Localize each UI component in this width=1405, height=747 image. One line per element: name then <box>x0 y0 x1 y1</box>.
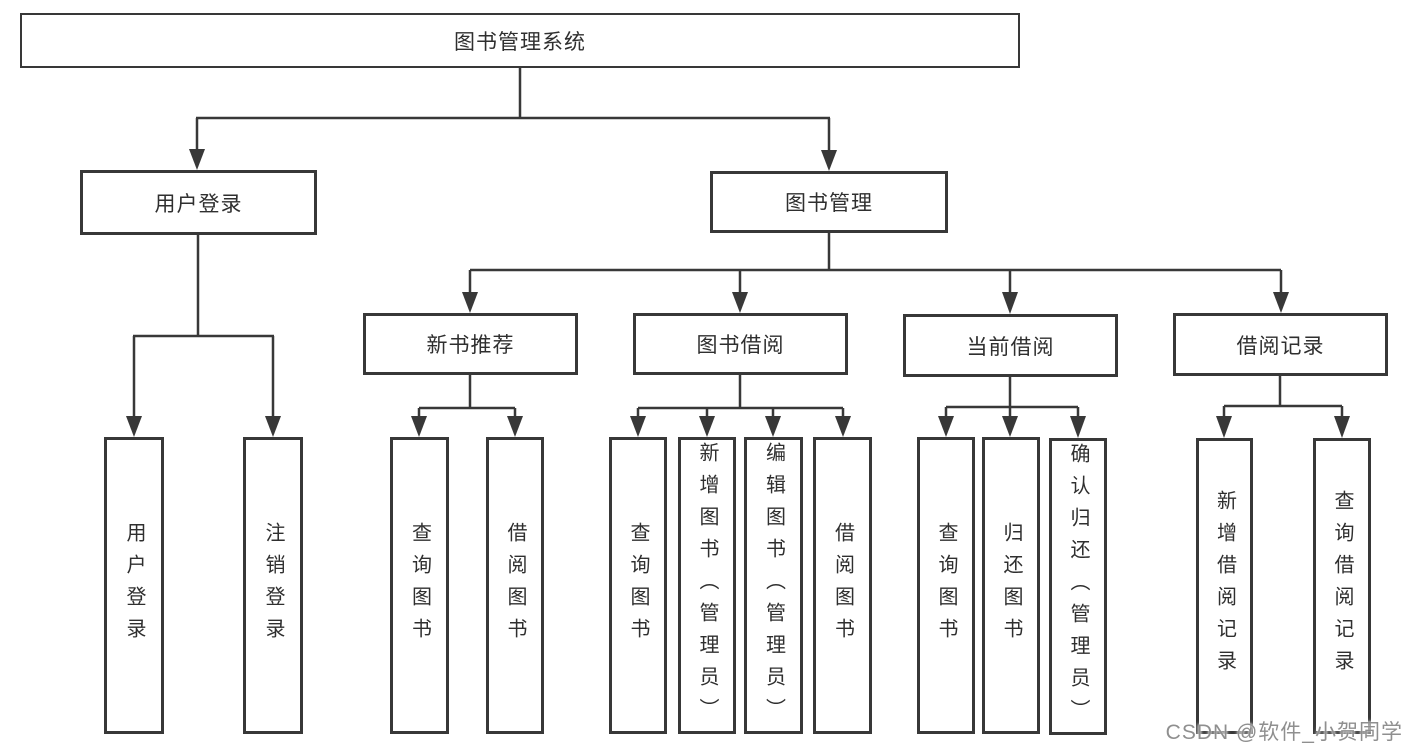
leaf-confirm-return-admin: 确认归还（管理员） <box>1049 438 1107 735</box>
leaf-user-login: 用户登录 <box>104 437 164 734</box>
leaf-label: 新增借阅记录 <box>1213 490 1236 682</box>
leaf-edit-book-admin: 编辑图书（管理员） <box>744 437 803 734</box>
arrow-down <box>938 416 954 437</box>
node-label: 当前借阅 <box>966 335 1055 359</box>
leaf-query-books-current: 查询图书 <box>917 437 975 734</box>
leaf-borrow-books-recommend: 借阅图书 <box>486 437 544 734</box>
leaf-add-book-admin: 新增图书（管理员） <box>678 437 736 734</box>
node-root: 图书管理系统 <box>20 13 1020 68</box>
arrow-down <box>411 416 427 437</box>
leaf-label: 新增图书（管理员） <box>696 441 718 730</box>
arrow-down <box>1070 416 1086 438</box>
leaf-label: 归还图书 <box>1000 521 1022 650</box>
leaf-label: 注销登录 <box>262 521 284 650</box>
node-book-management: 图书管理 <box>710 171 948 233</box>
node-new-book-recommend: 新书推荐 <box>363 313 578 375</box>
arrow-down <box>765 416 781 437</box>
leaf-label: 确认归还（管理员） <box>1067 442 1089 731</box>
arrow-down <box>265 416 281 437</box>
leaf-label: 用户登录 <box>123 521 145 650</box>
node-label: 图书管理系统 <box>454 30 586 54</box>
arrow-down <box>699 416 715 437</box>
arrow-down <box>821 150 837 171</box>
node-label: 图书借阅 <box>696 334 785 357</box>
node-current-borrowing: 当前借阅 <box>903 314 1118 377</box>
arrow-down <box>630 416 646 437</box>
arrow-down <box>1334 416 1350 438</box>
leaf-query-books-recommend: 查询图书 <box>390 437 449 734</box>
arrow-down <box>1002 416 1018 437</box>
node-book-borrowing: 图书借阅 <box>633 313 848 375</box>
leaf-add-borrow-record: 新增借阅记录 <box>1196 438 1253 734</box>
arrow-down <box>507 416 523 437</box>
arrow-down <box>126 416 142 437</box>
leaf-label: 查询图书 <box>627 521 649 650</box>
leaf-label: 编辑图书（管理员） <box>762 441 785 730</box>
arrow-down <box>732 292 748 313</box>
leaf-borrow-books: 借阅图书 <box>813 437 872 734</box>
node-label: 借阅记录 <box>1236 334 1325 358</box>
arrow-down <box>462 292 478 313</box>
leaf-label: 查询借阅记录 <box>1331 490 1353 682</box>
node-label: 图书管理 <box>785 192 873 215</box>
leaf-label: 借阅图书 <box>504 521 526 650</box>
arrow-down <box>189 149 205 170</box>
arrow-down <box>1002 292 1018 314</box>
arrow-down <box>1273 292 1289 313</box>
node-label: 新书推荐 <box>426 334 515 357</box>
node-label: 用户登录 <box>154 192 243 216</box>
leaf-return-book: 归还图书 <box>982 437 1040 734</box>
arrow-down <box>1216 416 1232 438</box>
leaf-label: 查询图书 <box>935 521 957 650</box>
leaf-query-borrow-record: 查询借阅记录 <box>1313 438 1371 734</box>
leaf-label: 借阅图书 <box>831 521 854 650</box>
arrow-down <box>835 416 851 437</box>
csdn-watermark: CSDN @软件_小贺同学 <box>1165 721 1403 744</box>
leaf-logout: 注销登录 <box>243 437 303 734</box>
leaf-query-books-borrowing: 查询图书 <box>609 437 667 734</box>
leaf-label: 查询图书 <box>408 521 431 650</box>
node-user-login: 用户登录 <box>80 170 317 235</box>
node-borrowing-records: 借阅记录 <box>1173 313 1388 376</box>
